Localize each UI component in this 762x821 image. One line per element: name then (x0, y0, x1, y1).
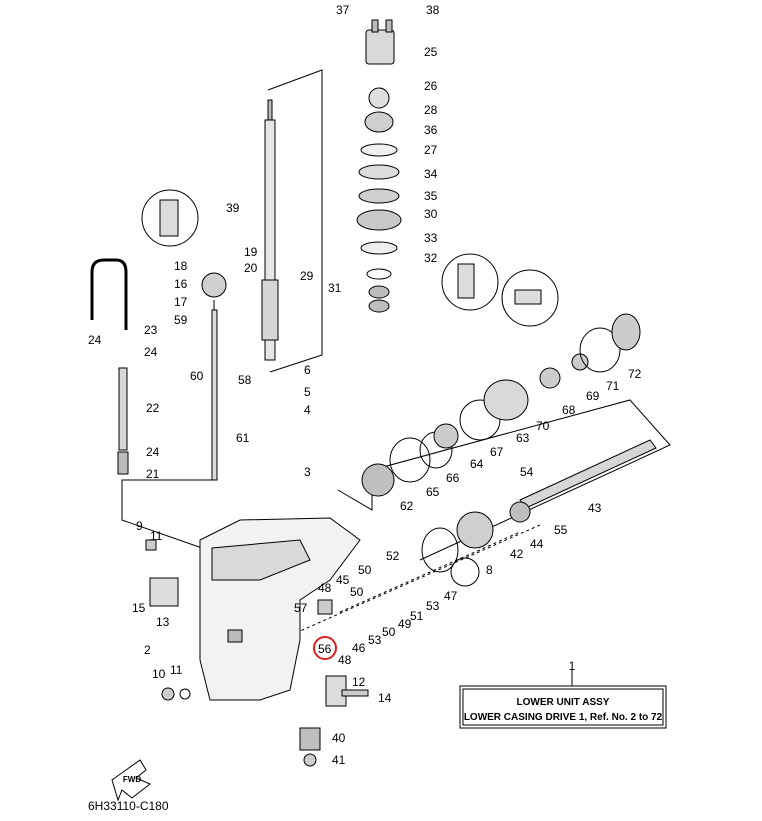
callout-33: 33 (424, 231, 438, 245)
callout-68: 68 (562, 403, 576, 417)
title-line-1: LOWER UNIT ASSY (517, 697, 610, 708)
callout-9: 9 (136, 519, 143, 533)
drawing-code: 6H33110-C180 (88, 799, 169, 813)
detail-inset-bearing (501, 269, 559, 327)
title-box: 1 LOWER UNIT ASSY LOWER CASING DRIVE 1, … (459, 659, 667, 729)
callout-52: 52 (386, 549, 400, 563)
callout-23: 23 (144, 323, 158, 337)
callout-12: 12 (352, 675, 366, 689)
callout-56: 56 (318, 642, 332, 656)
highlight-ring (313, 636, 337, 660)
callout-layer: 37 38 25 26 28 36 27 34 35 30 33 32 31 3… (88, 3, 642, 767)
detail-inset-shift-rod (141, 189, 199, 247)
title-line-2: LOWER CASING DRIVE 1, Ref. No. 2 to 72 (464, 712, 663, 723)
callout-43: 43 (588, 501, 602, 515)
callout-62: 62 (400, 499, 414, 513)
callout-45: 45 (336, 573, 350, 587)
water-pump-stack (356, 19, 402, 313)
callout-21: 21 (146, 467, 160, 481)
callout-58: 58 (238, 373, 252, 387)
callout-36: 36 (424, 123, 438, 137)
callout-66: 66 (446, 471, 460, 485)
callout-39: 39 (226, 201, 240, 215)
callout-72: 72 (628, 367, 642, 381)
callout-64: 64 (470, 457, 484, 471)
callout-18: 18 (174, 259, 188, 273)
callout-47: 47 (444, 589, 458, 603)
callout-26: 26 (424, 79, 438, 93)
callout-55: 55 (554, 523, 568, 537)
gear-components (361, 313, 657, 587)
callout-71: 71 (606, 379, 620, 393)
callout-6: 6 (304, 363, 311, 377)
callout-63: 63 (516, 431, 530, 445)
callout-31: 31 (328, 281, 342, 295)
callout-70: 70 (536, 419, 550, 433)
callout-14: 14 (378, 691, 392, 705)
callout-4: 4 (304, 403, 311, 417)
callout-19: 19 (244, 245, 258, 259)
callout-8: 8 (486, 563, 493, 577)
callout-25: 25 (424, 45, 438, 59)
callout-49: 49 (398, 617, 412, 631)
callout-50-c: 50 (382, 625, 396, 639)
callout-67: 67 (490, 445, 504, 459)
callout-50-b: 50 (350, 585, 364, 599)
callout-51: 51 (410, 609, 424, 623)
callout-29: 29 (300, 269, 314, 283)
callout-38: 38 (426, 3, 440, 17)
shift-rod-assy (90, 258, 227, 481)
fwd-label: FWD (123, 775, 141, 784)
callout-11-a: 11 (150, 529, 163, 543)
fwd-arrow: FWD (111, 759, 151, 802)
callout-13: 13 (156, 615, 170, 629)
callout-44: 44 (530, 537, 544, 551)
callout-48-b: 48 (338, 653, 352, 667)
callout-46: 46 (352, 641, 366, 655)
callout-65: 65 (426, 485, 440, 499)
callout-5: 5 (304, 385, 311, 399)
callout-40: 40 (332, 731, 346, 745)
callout-24-b: 24 (144, 345, 158, 359)
callout-24-c: 24 (146, 445, 160, 459)
callout-32: 32 (424, 251, 438, 265)
callout-22: 22 (146, 401, 160, 415)
small-parts (145, 539, 369, 767)
callout-42: 42 (510, 547, 524, 561)
callout-50-a: 50 (358, 563, 372, 577)
callout-27: 27 (424, 143, 438, 157)
callout-17: 17 (174, 295, 188, 309)
callout-30: 30 (424, 207, 438, 221)
callout-34: 34 (424, 167, 438, 181)
callout-10: 10 (152, 667, 166, 681)
callout-60: 60 (190, 369, 204, 383)
lower-casing (199, 517, 361, 701)
callout-69: 69 (586, 389, 600, 403)
callout-15: 15 (132, 601, 146, 615)
callout-61: 61 (236, 431, 250, 445)
callout-3: 3 (304, 465, 311, 479)
callout-16: 16 (174, 277, 188, 291)
drive-shaft (261, 99, 279, 361)
callout-11-b: 11 (170, 663, 183, 677)
title-part-number: 1 (569, 659, 576, 673)
callout-59: 59 (174, 313, 188, 327)
callout-35: 35 (424, 189, 438, 203)
detail-inset-seal (441, 253, 499, 311)
callout-57: 57 (294, 601, 308, 615)
highlighted-part-56: 56 (313, 636, 337, 660)
callout-37: 37 (336, 3, 350, 17)
callout-28: 28 (424, 103, 438, 117)
callout-54: 54 (520, 465, 534, 479)
callout-48-a: 48 (318, 581, 332, 595)
callout-53-a: 53 (426, 599, 440, 613)
callout-53-b: 53 (368, 633, 382, 647)
callout-41: 41 (332, 753, 346, 767)
callout-24-a: 24 (88, 333, 102, 347)
callout-2: 2 (144, 643, 151, 657)
callout-20: 20 (244, 261, 258, 275)
